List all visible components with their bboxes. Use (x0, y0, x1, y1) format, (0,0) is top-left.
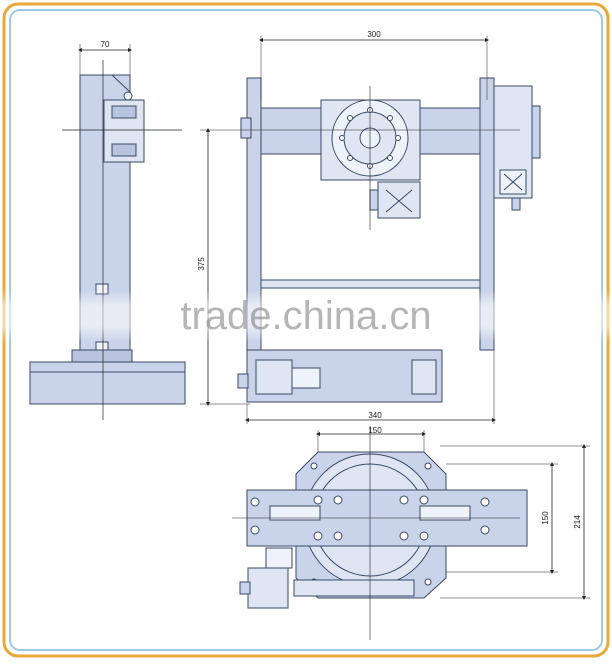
dim-label-height: 375 (197, 257, 206, 271)
top-view (239, 451, 528, 609)
side-base-top (71, 349, 133, 363)
top-motor (247, 567, 289, 609)
dim-label-top-span: 300 (367, 30, 381, 39)
side-base (29, 361, 186, 405)
front-right-upright (479, 77, 495, 351)
front-arm-right (419, 107, 481, 155)
front-view (237, 77, 541, 403)
dim-label-plate-inner: 150 (368, 426, 382, 435)
front-arm-left (260, 107, 322, 155)
dim-label-plate-height-outer: 214 (573, 515, 582, 529)
side-view (29, 74, 186, 405)
dim-label-plate-height-inner: 150 (541, 511, 550, 525)
dim-label-base-width: 340 (368, 411, 382, 420)
front-small-motor (377, 181, 421, 219)
dim-label-side-width: 70 (101, 40, 110, 49)
